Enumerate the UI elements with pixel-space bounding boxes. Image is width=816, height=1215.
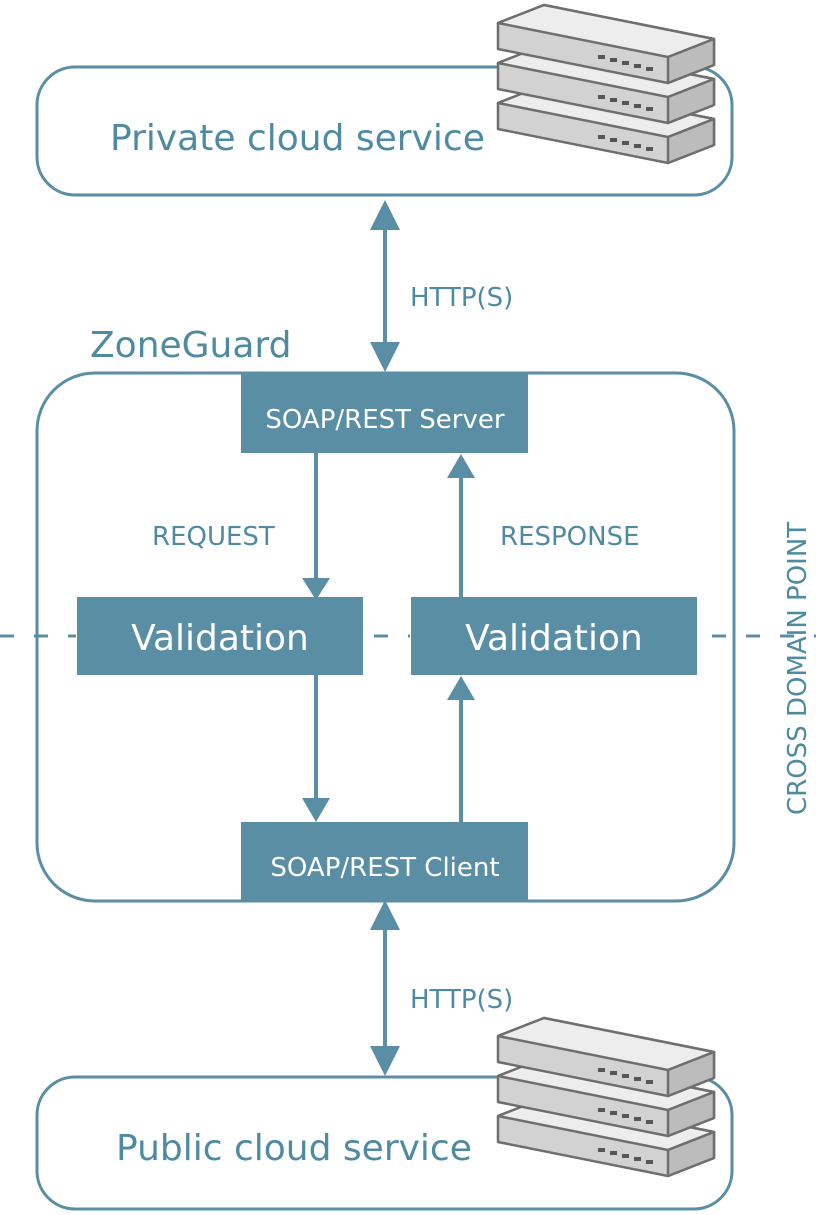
zoneguard-title: ZoneGuard [90,325,291,366]
public-cloud-label: Public cloud service [116,1128,472,1169]
cross-domain-label: CROSS DOMAIN POINT [783,522,813,815]
soap-rest-client-box [241,822,528,900]
request-arrow-lower [302,675,330,822]
bottom-http-arrow [370,900,400,1076]
validation-request-label: Validation [131,618,309,659]
response-arrow-lower [447,676,475,822]
server-stack-icon [496,1016,716,1178]
response-label: RESPONSE [500,522,640,552]
soap-rest-server-label: SOAP/REST Server [265,405,504,435]
validation-response-label: Validation [465,618,643,659]
request-label: REQUEST [152,522,275,552]
bottom-protocol-label: HTTP(S) [410,985,513,1015]
response-arrow-upper [447,454,475,597]
server-stack-icon [496,3,716,165]
soap-rest-server-box [241,373,528,453]
request-arrow-upper [302,453,330,600]
validation-response-box [411,597,697,675]
top-protocol-label: HTTP(S) [410,283,513,313]
soap-rest-client-label: SOAP/REST Client [270,853,499,883]
private-cloud-label: Private cloud service [110,118,485,159]
validation-request-box [77,597,363,675]
